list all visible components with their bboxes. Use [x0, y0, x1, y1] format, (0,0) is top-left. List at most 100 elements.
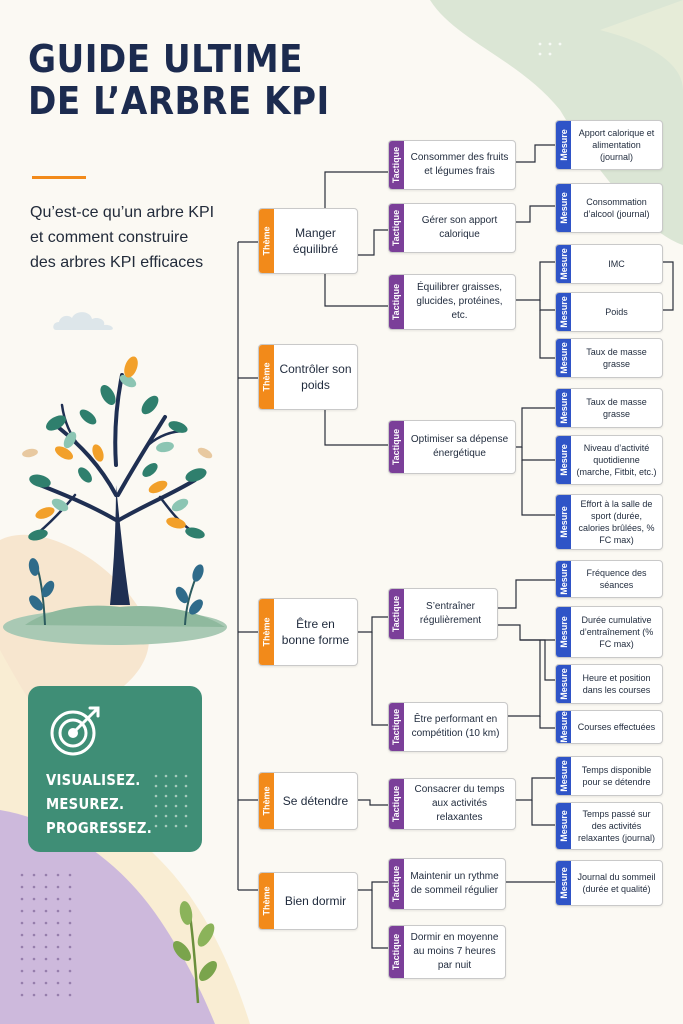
tactic-label: Consacrer du temps aux activités relaxan… — [414, 784, 505, 823]
slogan-card: VISUALISEZ. MESUREZ. PROGRESSEZ. — [28, 686, 202, 852]
tactic-tag: Tactique — [389, 421, 404, 473]
measure-node: Mesure Temps disponible pour se détendre — [555, 756, 663, 796]
measure-tag: Mesure — [556, 757, 571, 795]
measure-label: Fréquence des séances — [586, 568, 647, 590]
measure-node: Mesure Heure et position dans les course… — [555, 664, 663, 704]
measure-label: Journal du sommeil (durée et qualité) — [577, 872, 656, 894]
tactic-label: Dormir en moyenne au moins 7 heures par … — [410, 932, 499, 971]
measure-tag: Mesure — [556, 436, 571, 484]
measure-tag: Mesure — [556, 495, 571, 549]
tactic-label: Gérer son apport calorique — [421, 215, 498, 240]
tactic-node: Tactique Consacrer du temps aux activité… — [388, 778, 516, 830]
theme-label: Manger équilibré — [292, 226, 339, 256]
theme-tag: Thème — [259, 599, 274, 665]
slogan-line-3: PROGRESSEZ. — [46, 819, 153, 837]
tactic-label: Équilibrer graisses, glucides, protéines… — [416, 282, 503, 321]
subtitle: Qu’est-ce qu’un arbre KPI et comment con… — [30, 200, 240, 275]
page-title: GUIDE ULTIME DE L’ARBRE KPI — [28, 38, 330, 122]
tactic-label: Optimiser sa dépense énergétique — [410, 434, 509, 459]
tactic-label: S’entraîner régulièrement — [419, 601, 482, 626]
measure-label: Temps passé sur des activités relaxantes… — [577, 809, 656, 843]
measure-tag: Mesure — [556, 184, 571, 232]
sprout-illustration — [173, 901, 217, 1004]
measure-label: Temps disponible pour se détendre — [581, 765, 652, 787]
measure-label: Courses effectuées — [577, 722, 656, 732]
measure-tag: Mesure — [556, 561, 571, 597]
tactic-tag: Tactique — [389, 779, 404, 829]
theme-label: Se détendre — [282, 794, 349, 808]
tactic-node: Tactique Consommer des fruits et légumes… — [388, 140, 516, 190]
subtitle-line-3: des arbres KPI efficaces — [30, 254, 204, 271]
measure-label: Durée cumulative d’entraînement (% FC ma… — [579, 615, 654, 649]
tactic-tag: Tactique — [389, 926, 404, 978]
measure-label: Consommation d’alcool (journal) — [583, 197, 650, 219]
measure-label: Effort à la salle de sport (durée, calor… — [578, 499, 655, 545]
tactic-tag: Tactique — [389, 275, 404, 329]
theme-tag: Thème — [259, 345, 274, 409]
theme-tag: Thème — [259, 773, 274, 829]
measure-node: Mesure Courses effectuées — [555, 710, 663, 744]
tactic-node: Tactique Gérer son apport calorique — [388, 203, 516, 253]
measure-node: Mesure Taux de masse grasse — [555, 338, 663, 378]
measure-tag: Mesure — [556, 339, 571, 377]
theme-tag: Thème — [259, 873, 274, 929]
title-line-1: GUIDE ULTIME — [28, 37, 303, 81]
measure-node: Mesure Fréquence des séances — [555, 560, 663, 598]
measure-tag: Mesure — [556, 665, 571, 703]
measure-tag: Mesure — [556, 861, 571, 905]
measure-tag: Mesure — [556, 121, 571, 169]
tactic-label: Être performant en compétition (10 km) — [411, 714, 500, 739]
measure-node: Mesure Durée cumulative d’entraînement (… — [555, 606, 663, 658]
tactic-label: Consommer des fruits et légumes frais — [410, 152, 509, 177]
slogan-line-2: MESUREZ. — [46, 795, 125, 813]
tactic-tag: Tactique — [389, 859, 404, 909]
theme-node: Thème Se détendre — [258, 772, 358, 830]
tactic-node: Tactique S’entraîner régulièrement — [388, 588, 498, 640]
measure-node: Mesure Apport calorique et alimentation … — [555, 120, 663, 170]
tactic-node: Tactique Équilibrer graisses, glucides, … — [388, 274, 516, 330]
tactic-node: Tactique Optimiser sa dépense énergétiqu… — [388, 420, 516, 474]
measure-label: Taux de masse grasse — [586, 397, 647, 419]
measure-node: Mesure Niveau d’activité quotidienne (ma… — [555, 435, 663, 485]
tactic-tag: Tactique — [389, 703, 404, 751]
slogan: VISUALISEZ. MESUREZ. PROGRESSEZ. — [46, 768, 166, 840]
measure-tag: Mesure — [556, 711, 571, 743]
cloud-icon — [53, 312, 113, 330]
measure-label: Taux de masse grasse — [586, 347, 647, 369]
theme-node: Thème Manger équilibré — [258, 208, 358, 274]
title-underline — [32, 176, 86, 179]
tree-illustration — [3, 356, 227, 645]
measure-tag: Mesure — [556, 389, 571, 427]
measure-node: Mesure Effort à la salle de sport (durée… — [555, 494, 663, 550]
tactic-tag: Tactique — [389, 141, 404, 189]
measure-node: Mesure Poids — [555, 292, 663, 332]
measure-label: Apport calorique et alimentation (journa… — [578, 128, 655, 162]
tactic-node: Tactique Être performant en compétition … — [388, 702, 508, 752]
measure-node: Mesure Taux de masse grasse — [555, 388, 663, 428]
subtitle-line-2: et comment construire — [30, 229, 189, 246]
tactic-tag: Tactique — [389, 589, 404, 639]
measure-node: Mesure Temps passé sur des activités rel… — [555, 802, 663, 850]
theme-label: Bien dormir — [284, 894, 347, 908]
measure-label: Heure et position dans les courses — [582, 673, 651, 695]
theme-node: Thème Être en bonne forme — [258, 598, 358, 666]
theme-node: Thème Bien dormir — [258, 872, 358, 930]
slogan-line-1: VISUALISEZ. — [46, 771, 141, 789]
subtitle-line-1: Qu’est-ce qu’un arbre KPI — [30, 204, 215, 221]
measure-node: Mesure Consommation d’alcool (journal) — [555, 183, 663, 233]
measure-tag: Mesure — [556, 293, 571, 331]
measure-label: Poids — [605, 307, 628, 317]
target-icon — [50, 706, 100, 756]
theme-tag: Thème — [259, 209, 274, 273]
theme-label: Être en bonne forme — [281, 617, 350, 647]
measure-node: Mesure Journal du sommeil (durée et qual… — [555, 860, 663, 906]
tactic-label: Maintenir un rythme de sommeil régulier — [410, 871, 499, 896]
measure-node: Mesure IMC — [555, 244, 663, 284]
tactic-node: Tactique Dormir en moyenne au moins 7 he… — [388, 925, 506, 979]
measure-tag: Mesure — [556, 245, 571, 283]
theme-node: Thème Contrôler son poids — [258, 344, 358, 410]
measure-tag: Mesure — [556, 803, 571, 849]
measure-label: Niveau d’activité quotidienne (marche, F… — [576, 443, 657, 477]
theme-label: Contrôler son poids — [279, 362, 352, 392]
